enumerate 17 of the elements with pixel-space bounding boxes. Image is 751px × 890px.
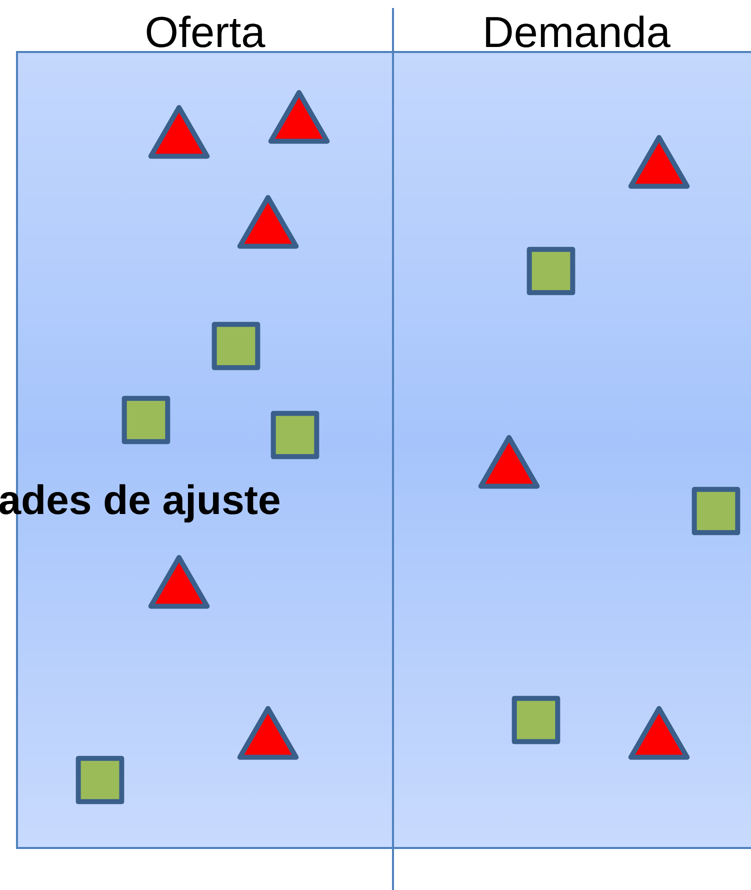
triangle-marker — [478, 435, 540, 489]
square-marker — [512, 696, 560, 744]
triangle-marker — [268, 90, 330, 144]
triangle-marker — [148, 555, 210, 609]
square-marker — [692, 486, 740, 536]
triangle-marker — [628, 706, 690, 760]
square-marker — [76, 756, 124, 804]
square-marker — [526, 246, 576, 296]
panel-heading: Oferta — [146, 16, 266, 48]
triangle-marker — [237, 706, 299, 760]
triangle-marker — [148, 105, 210, 159]
square-marker — [270, 410, 320, 460]
panel-heading: Demanda — [486, 16, 670, 48]
triangle-marker — [237, 195, 299, 249]
triangle-marker — [628, 135, 690, 189]
square-marker — [122, 396, 170, 444]
square-marker — [212, 322, 260, 370]
